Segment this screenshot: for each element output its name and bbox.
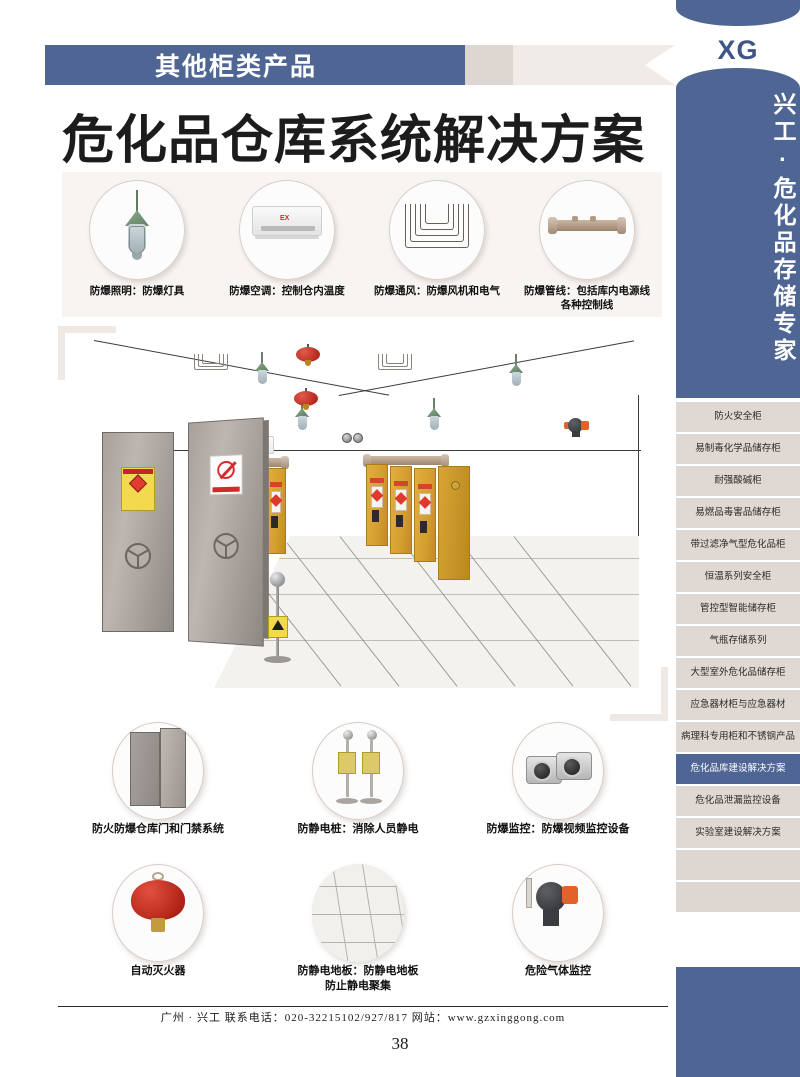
storage-cabinet	[414, 468, 436, 562]
explosion-proof-lamp-icon	[89, 180, 185, 280]
auto-extinguisher-icon	[112, 864, 204, 962]
feature-item-piping: 防爆管线：包括库内电源线 各种控制线	[512, 172, 662, 317]
sidebar-menu: 防火安全柜易制毒化学品储存柜耐强酸碱柜易燃品毒害品储存柜带过滤净气型危化品柜恒温…	[676, 402, 800, 914]
sidebar-logo-band: XG	[676, 26, 800, 74]
storage-cabinet	[266, 468, 286, 554]
brand-slogan: 兴工·危化品存储专家	[770, 92, 796, 365]
surveillance-camera-icon	[342, 432, 364, 444]
feature-item-ac: EX 防爆空调：控制仓内温度	[212, 172, 362, 317]
sidebar-item[interactable]: 恒温系列安全柜	[676, 562, 800, 592]
storage-cabinet	[390, 466, 412, 554]
sidebar-item-blank	[676, 850, 800, 880]
hanging-lamp-icon	[508, 354, 524, 388]
sidebar-item[interactable]: 易制毒化学品储存柜	[676, 434, 800, 464]
sidebar-item-blank	[676, 882, 800, 912]
ribbon-notch	[645, 45, 675, 85]
brand-logo: XG	[717, 34, 759, 65]
ribbon-beige-light	[513, 45, 675, 85]
sidebar-item[interactable]: 耐强酸碱柜	[676, 466, 800, 496]
corner-bracket-bottomright	[610, 667, 668, 721]
sidebar-item[interactable]: 应急器材柜与应急器材	[676, 690, 800, 720]
page-number: 38	[391, 1034, 409, 1053]
sidebar-item[interactable]: 气瓶存储系列	[676, 626, 800, 656]
explosion-proof-ac-icon: EX	[239, 180, 335, 280]
sidebar-brand-panel: 兴工·危化品存储专家	[676, 68, 800, 398]
product-item-static-pile: 防静电桩：消除人员静电	[258, 722, 458, 852]
sidebar-item[interactable]: 大型室外危化品储存柜	[676, 658, 800, 688]
gas-detector-icon	[564, 416, 590, 438]
warehouse-room-scene	[93, 340, 641, 690]
sidebar-item[interactable]: 管控型智能储存柜	[676, 594, 800, 624]
product-grid: 防火防爆仓库门和门禁系统 防静电桩：消除人员静电 防爆监控：防爆视频监控设备	[58, 722, 668, 994]
gas-monitor-icon	[512, 864, 604, 962]
fire-suppression-ball-icon	[294, 388, 318, 410]
corner-bracket-topleft	[58, 326, 116, 380]
footer-contact: 广州 · 兴工 联系电话：020-32215102/927/817 网站：www…	[160, 1012, 566, 1024]
product-caption: 防爆监控：防爆视频监控设备	[486, 823, 630, 835]
static-discharge-pole	[262, 572, 292, 668]
sidebar-item[interactable]: 危化品库建设解决方案	[676, 754, 800, 784]
sidebar-item[interactable]: 病理科专用柜和不锈钢产品	[676, 722, 800, 752]
sidebar-item[interactable]: 实验室建设解决方案	[676, 818, 800, 848]
fireproof-door-icon	[112, 722, 204, 820]
explosion-proof-camera-icon	[512, 722, 604, 820]
sidebar-item[interactable]: 危化品泄漏监控设备	[676, 786, 800, 816]
feature-item-ventilation: 防爆通风：防爆风机和电气	[362, 172, 512, 317]
ribbon-label: 其他柜类产品	[155, 53, 318, 81]
storage-cabinet	[366, 464, 388, 546]
feature-strip: 防爆照明：防爆灯具 EX 防爆空调：控制仓内温度	[62, 172, 662, 317]
sidebar-item[interactable]: 带过滤净气型危化品柜	[676, 530, 800, 560]
no-fire-sign	[209, 454, 243, 496]
antistatic-floor-icon	[312, 864, 404, 962]
ribbon-beige-dark	[465, 45, 513, 85]
sidebar-item[interactable]: 易燃品毒害品储存柜	[676, 498, 800, 528]
product-caption: 自动灭火器	[130, 965, 186, 977]
ceiling-vent-icon	[378, 354, 412, 372]
product-caption: 防火防爆仓库门和门禁系统	[92, 823, 224, 835]
product-item-camera: 防爆监控：防爆视频监控设备	[458, 722, 658, 852]
footer-divider	[58, 1006, 668, 1007]
sidebar: XG 兴工·危化品存储专家 防火安全柜易制毒化学品储存柜耐强酸碱柜易燃品毒害品储…	[676, 0, 800, 1077]
product-item-extinguisher: 自动灭火器	[58, 864, 258, 994]
page-title: 危化品仓库系统解决方案	[62, 112, 646, 170]
header-ribbon: 其他柜类产品	[45, 45, 675, 85]
sidebar-bottom-block	[676, 967, 800, 1077]
product-caption: 危险气体监控	[525, 965, 591, 977]
feature-caption: 防爆照明：防爆灯具	[89, 285, 185, 297]
ceiling-vent-icon	[194, 354, 228, 372]
hanging-lamp-icon	[426, 398, 442, 432]
product-caption: 防静电桩：消除人员静电	[297, 823, 419, 835]
warehouse-illustration	[58, 326, 668, 721]
feature-item-lighting: 防爆照明：防爆灯具	[62, 172, 212, 317]
fireproof-door-open	[188, 417, 269, 647]
sidebar-top-cap	[676, 0, 800, 26]
product-item-door: 防火防爆仓库门和门禁系统	[58, 722, 258, 852]
product-caption: 防静电地板：防静电地板 防止静电聚集	[297, 965, 419, 993]
fire-suppression-ball-icon	[296, 344, 320, 366]
storage-cabinet-side	[438, 466, 470, 580]
feature-caption: 防爆空调：控制仓内温度	[229, 285, 345, 297]
explosion-proof-vent-icon	[389, 180, 485, 280]
feature-caption: 防爆管线：包括库内电源线 各种控制线	[524, 285, 650, 312]
static-discharge-pile-icon	[312, 722, 404, 820]
explosion-proof-pipe-icon	[539, 180, 635, 280]
feature-caption: 防爆通风：防爆风机和电气	[374, 285, 500, 297]
product-item-antistatic-floor: 防静电地板：防静电地板 防止静电聚集	[258, 864, 458, 994]
product-item-gas-monitor: 危险气体监控	[458, 864, 658, 994]
hanging-lamp-icon	[254, 352, 270, 386]
ribbon-blue-block	[45, 45, 465, 85]
ceiling-pipe	[363, 454, 449, 467]
fireproof-door-closed	[102, 432, 174, 632]
hazard-label	[121, 467, 155, 511]
sidebar-item[interactable]: 防火安全柜	[676, 402, 800, 432]
